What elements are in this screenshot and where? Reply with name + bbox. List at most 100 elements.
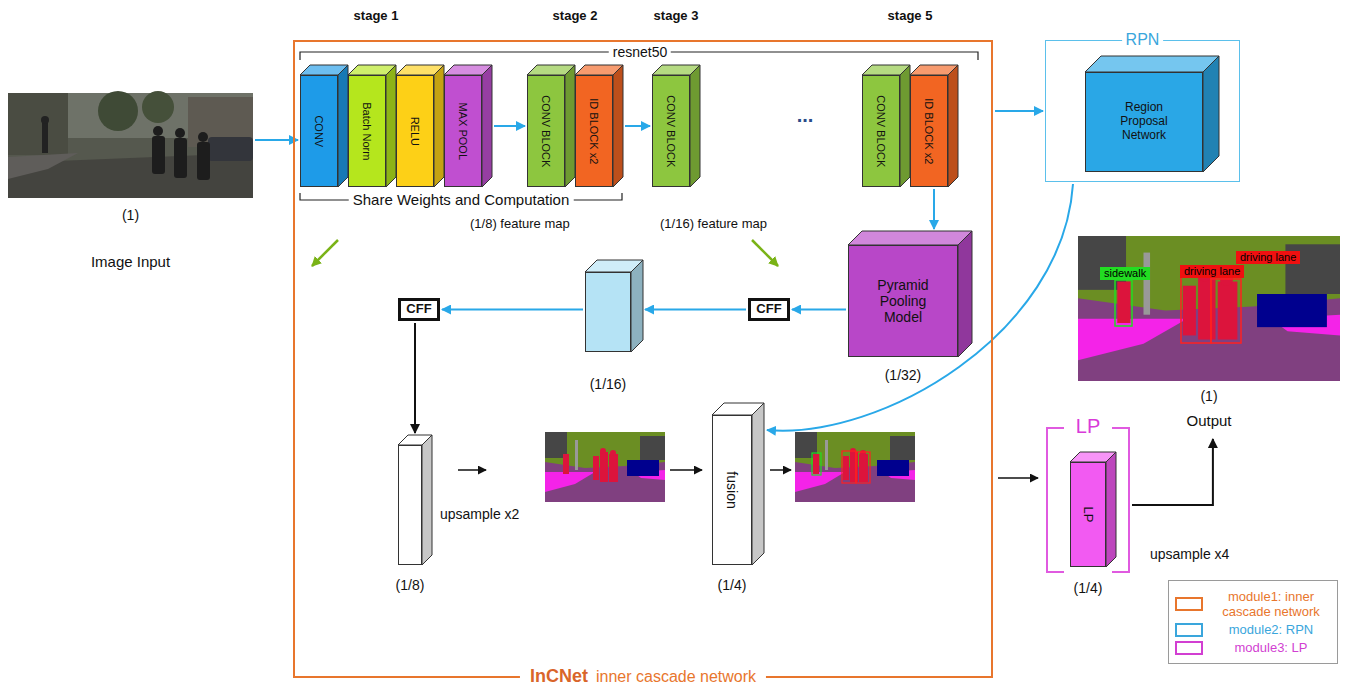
caption-slot: Image Input bbox=[91, 253, 170, 271]
label-slot: (1/16) feature map bbox=[660, 214, 767, 232]
block-top-face bbox=[527, 65, 575, 75]
layer-block: CONV bbox=[300, 75, 338, 187]
feature-note: (1/16) feature map bbox=[660, 217, 767, 232]
block-name: Pyramid Pooling Model bbox=[863, 277, 943, 325]
label-slot: (1/8) feature map bbox=[470, 214, 570, 232]
label-slot: Share Weights and Computation bbox=[349, 191, 574, 209]
layer-name: ID BLOCK x2 bbox=[923, 98, 936, 164]
block-depth bbox=[585, 260, 643, 352]
layer-block: CONV BLOCK bbox=[652, 75, 690, 187]
layer-name: CONV BLOCK bbox=[665, 95, 678, 167]
flow-arrow bbox=[414, 323, 416, 433]
feature-block: (1/8) bbox=[398, 445, 422, 565]
class-tag: driving lane bbox=[1236, 251, 1300, 264]
block-side-face bbox=[948, 65, 958, 187]
caption-slot: (1) bbox=[122, 206, 139, 224]
ellipsis: ... bbox=[797, 104, 814, 127]
block-side-face bbox=[752, 403, 764, 565]
layer-name: CONV BLOCK bbox=[540, 95, 553, 167]
fusion-block: fusion(1/4) bbox=[712, 415, 752, 565]
label-slot: upsample x4 bbox=[1150, 545, 1229, 563]
layer-block: ID BLOCK x2 bbox=[575, 75, 613, 187]
flow-arrow bbox=[255, 139, 298, 141]
layer-block: ID BLOCK x2 bbox=[910, 75, 948, 187]
block-top-face bbox=[396, 65, 444, 75]
legend-row: module1: inner cascade network bbox=[1175, 589, 1331, 619]
module-name: LP bbox=[1076, 415, 1100, 438]
scale-label: (1/16) bbox=[590, 376, 627, 392]
operation-note: upsample x2 bbox=[440, 506, 519, 522]
lp-block: LP bbox=[1070, 462, 1106, 567]
class-tag: sidewalk bbox=[1100, 267, 1150, 280]
block-top-face bbox=[398, 435, 432, 445]
bracket-label: resnet50 bbox=[609, 44, 671, 60]
image-input: (1) Image Input bbox=[8, 93, 253, 278]
block-side-face bbox=[690, 65, 700, 187]
layer-name: CONV BLOCK bbox=[875, 95, 888, 167]
module-caption: inner cascade network bbox=[596, 668, 756, 686]
caption-slot: (1) bbox=[1200, 387, 1217, 405]
block-depth bbox=[398, 435, 432, 565]
feature-block: (1/16) bbox=[585, 272, 631, 352]
caption-slot: (1/8) bbox=[396, 576, 425, 594]
label-band: InCNet inner cascade network bbox=[520, 666, 766, 687]
flow-arrow bbox=[645, 309, 746, 311]
bracket-line bbox=[1047, 428, 1129, 572]
layer-block: MAX POOL bbox=[444, 75, 482, 187]
caption-slot: (1/4) bbox=[1074, 579, 1103, 597]
layer-name: MAX POOL bbox=[457, 102, 470, 159]
block-side-face bbox=[338, 65, 348, 187]
block-top-face bbox=[348, 65, 396, 75]
label-slot: stage 1 bbox=[354, 6, 399, 24]
block-top-face bbox=[300, 65, 348, 75]
stage-label: stage 1 bbox=[354, 9, 399, 24]
bracket-label: Share Weights and Computation bbox=[349, 191, 574, 208]
legend-text: module1: inner cascade network bbox=[1211, 589, 1331, 619]
module-name: RPN bbox=[1126, 31, 1160, 49]
flow-arrow bbox=[625, 125, 650, 127]
caption-slot: (1/16) bbox=[590, 375, 627, 393]
block-side-face bbox=[386, 65, 396, 187]
legend-box: module1: inner cascade network module2: R… bbox=[1168, 580, 1338, 664]
flow-arrow bbox=[442, 309, 583, 311]
legend-text: module2: RPN bbox=[1211, 622, 1331, 637]
label-slot: ... bbox=[797, 104, 814, 127]
callout-number: (1) bbox=[122, 207, 139, 223]
caption-slot: (1/4) bbox=[718, 576, 747, 594]
flow-arrow bbox=[933, 189, 935, 229]
module-name: InCNet bbox=[530, 666, 588, 687]
operation-note: upsample x4 bbox=[1150, 546, 1229, 562]
layer-name: RELU bbox=[409, 116, 422, 145]
block-side-face bbox=[565, 65, 575, 187]
block-side-face bbox=[422, 435, 432, 565]
pyramid-block: Pyramid Pooling Model(1/32) bbox=[848, 245, 958, 357]
block-top-face bbox=[585, 260, 643, 272]
block-top-face bbox=[444, 65, 492, 75]
block-side-face bbox=[1106, 452, 1116, 567]
block-name: CFF bbox=[406, 302, 431, 317]
feature-note: (1/8) feature map bbox=[470, 217, 570, 232]
scale-label: (1/4) bbox=[718, 577, 747, 593]
callout-number: (1) bbox=[1200, 388, 1217, 404]
label-slot: upsample x2 bbox=[440, 505, 519, 523]
legend-swatch bbox=[1175, 623, 1203, 637]
scale-label: (1/8) bbox=[396, 577, 425, 593]
label-slot: driving lane bbox=[1180, 261, 1244, 279]
image-caption: Output bbox=[1186, 412, 1231, 429]
flow-arrow bbox=[792, 309, 846, 311]
module-frame: RPNRegion Proposal Network bbox=[1045, 40, 1240, 182]
caption-slot: Output bbox=[1186, 412, 1231, 430]
stage-label: stage 5 bbox=[888, 9, 933, 24]
block-top-face bbox=[575, 65, 623, 75]
flow-arrow bbox=[767, 184, 1073, 431]
image-caption: Image Input bbox=[91, 253, 170, 270]
layer-block: RELU bbox=[396, 75, 434, 187]
block-top-face bbox=[1085, 56, 1219, 72]
label-slot: sidewalk bbox=[1100, 263, 1150, 281]
block-name: fusion bbox=[724, 471, 740, 508]
block-side-face bbox=[434, 65, 444, 187]
layer-block: CONV BLOCK bbox=[527, 75, 565, 187]
legend-text: module3: LP bbox=[1211, 640, 1331, 655]
block-side-face bbox=[482, 65, 492, 187]
flow-arrow bbox=[995, 110, 1043, 112]
